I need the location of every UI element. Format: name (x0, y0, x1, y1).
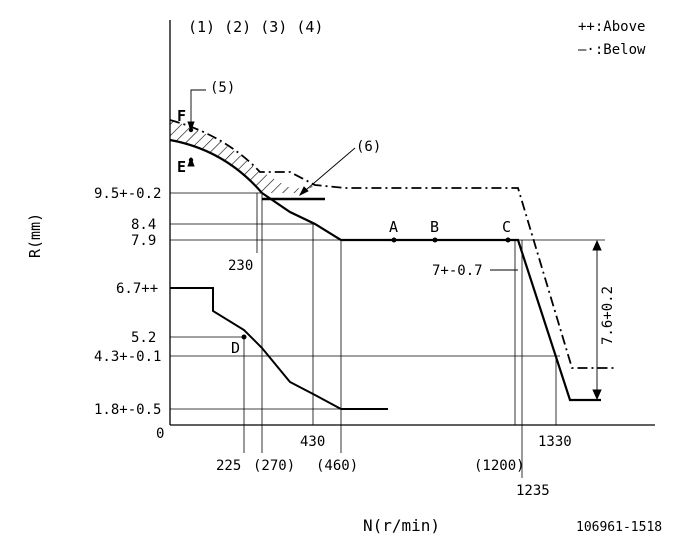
y-tick-4.3: 4.3+-0.1 (94, 349, 161, 365)
arrow-6 (298, 186, 309, 197)
point-C (505, 237, 511, 243)
hatched-tolerance-band (170, 120, 330, 193)
label-5: (5) (210, 80, 235, 96)
x-tick-1200: (1200) (474, 458, 525, 474)
label-F: F (177, 107, 186, 125)
axes (169, 20, 655, 426)
idle-curve (170, 287, 388, 410)
x-axis-label: N(r/min) (363, 516, 440, 535)
arrow-e-up (187, 156, 195, 167)
label-C: C (502, 218, 511, 236)
leader-5 (190, 89, 206, 128)
y-tick-6.7: 6.7++ (116, 281, 158, 297)
leader-6 (299, 147, 356, 196)
x-tick-1330: 1330 (538, 434, 572, 450)
y-tick-1.8: 1.8+-0.5 (94, 402, 161, 418)
x-tick-230: 230 (228, 258, 253, 274)
arrow-7.6-top (592, 239, 602, 251)
label-E: E (177, 158, 186, 176)
label-B: B (430, 218, 439, 236)
reference-number: 106961-1518 (576, 520, 662, 535)
main-governor-curve (261, 192, 601, 402)
y-tick-5.2: 5.2 (131, 330, 156, 346)
arrow-7.6-bottom (592, 389, 602, 401)
y-tick-7.9: 7.9 (131, 233, 156, 249)
vertical-guides (243, 193, 557, 478)
label-D: D (231, 339, 240, 357)
point-A (391, 237, 397, 243)
point-B (432, 237, 438, 243)
arrow-5 (187, 121, 195, 132)
y-axis-label: R(mm) (26, 213, 44, 258)
horizontal-guides (170, 192, 605, 410)
y-tick-9.5: 9.5+-0.2 (94, 186, 161, 202)
x-tick-460: (460) (316, 458, 358, 474)
label-7-range: 7+-0.7 (432, 263, 483, 279)
y-tick-8.4: 8.4 (131, 217, 156, 233)
label-6: (6) (356, 139, 381, 155)
band-lower-edge (169, 138, 263, 194)
label-7.6-range: 7.6+0.2 (600, 286, 616, 345)
x-tick-270: (270) (253, 458, 295, 474)
x-tick-430: 430 (300, 434, 325, 450)
origin-label: 0 (156, 426, 164, 442)
leaders (187, 89, 602, 401)
point-D (241, 334, 247, 340)
label-A: A (389, 218, 398, 236)
notes-label: (1) (2) (3) (4) (188, 18, 323, 36)
legend-above: ++:Above (578, 19, 645, 35)
legend-below: —·:Below (578, 42, 646, 58)
x-tick-225: 225 (216, 458, 241, 474)
x-tick-1235: 1235 (516, 483, 550, 499)
